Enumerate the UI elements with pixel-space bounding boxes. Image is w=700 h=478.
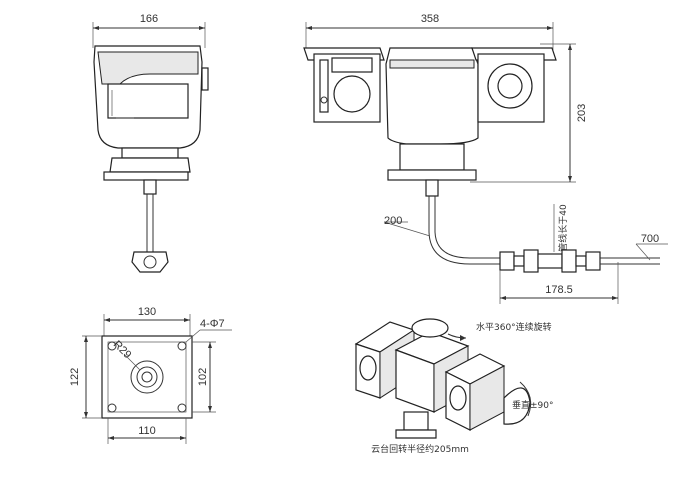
base-hole-label: 4-Φ7 — [200, 318, 225, 330]
front-view: 166 — [92, 13, 209, 273]
side-width-label: 358 — [421, 13, 439, 25]
side-height-label: 203 — [576, 104, 588, 122]
tilt-rotation-label: 垂直±90° — [512, 399, 554, 411]
side-view: 358 203 200 — [303, 13, 668, 304]
front-width-label: 166 — [140, 13, 158, 25]
base-right-label: 102 — [197, 368, 209, 386]
base-top-label: 130 — [138, 306, 156, 318]
rotation-radius-note: 云台回转半径约205mm — [371, 443, 469, 455]
base-bottom-label: 110 — [138, 425, 156, 437]
cable-end-label: 700 — [641, 233, 659, 245]
connector-length-label: 178.5 — [545, 284, 573, 296]
cable-length-label: 200 — [384, 215, 402, 227]
iso-view: 水平360°连续旋转 垂直±90° 云台回转半径约205mm — [354, 318, 554, 455]
base-left-label: 122 — [69, 368, 81, 386]
pan-rotation-label: 水平360°连续旋转 — [476, 321, 552, 333]
base-view: 130 4-Φ7 R29 122 102 — [69, 306, 232, 444]
connector-note-label: 管线长于40 — [557, 204, 569, 252]
base-plate — [101, 335, 193, 419]
